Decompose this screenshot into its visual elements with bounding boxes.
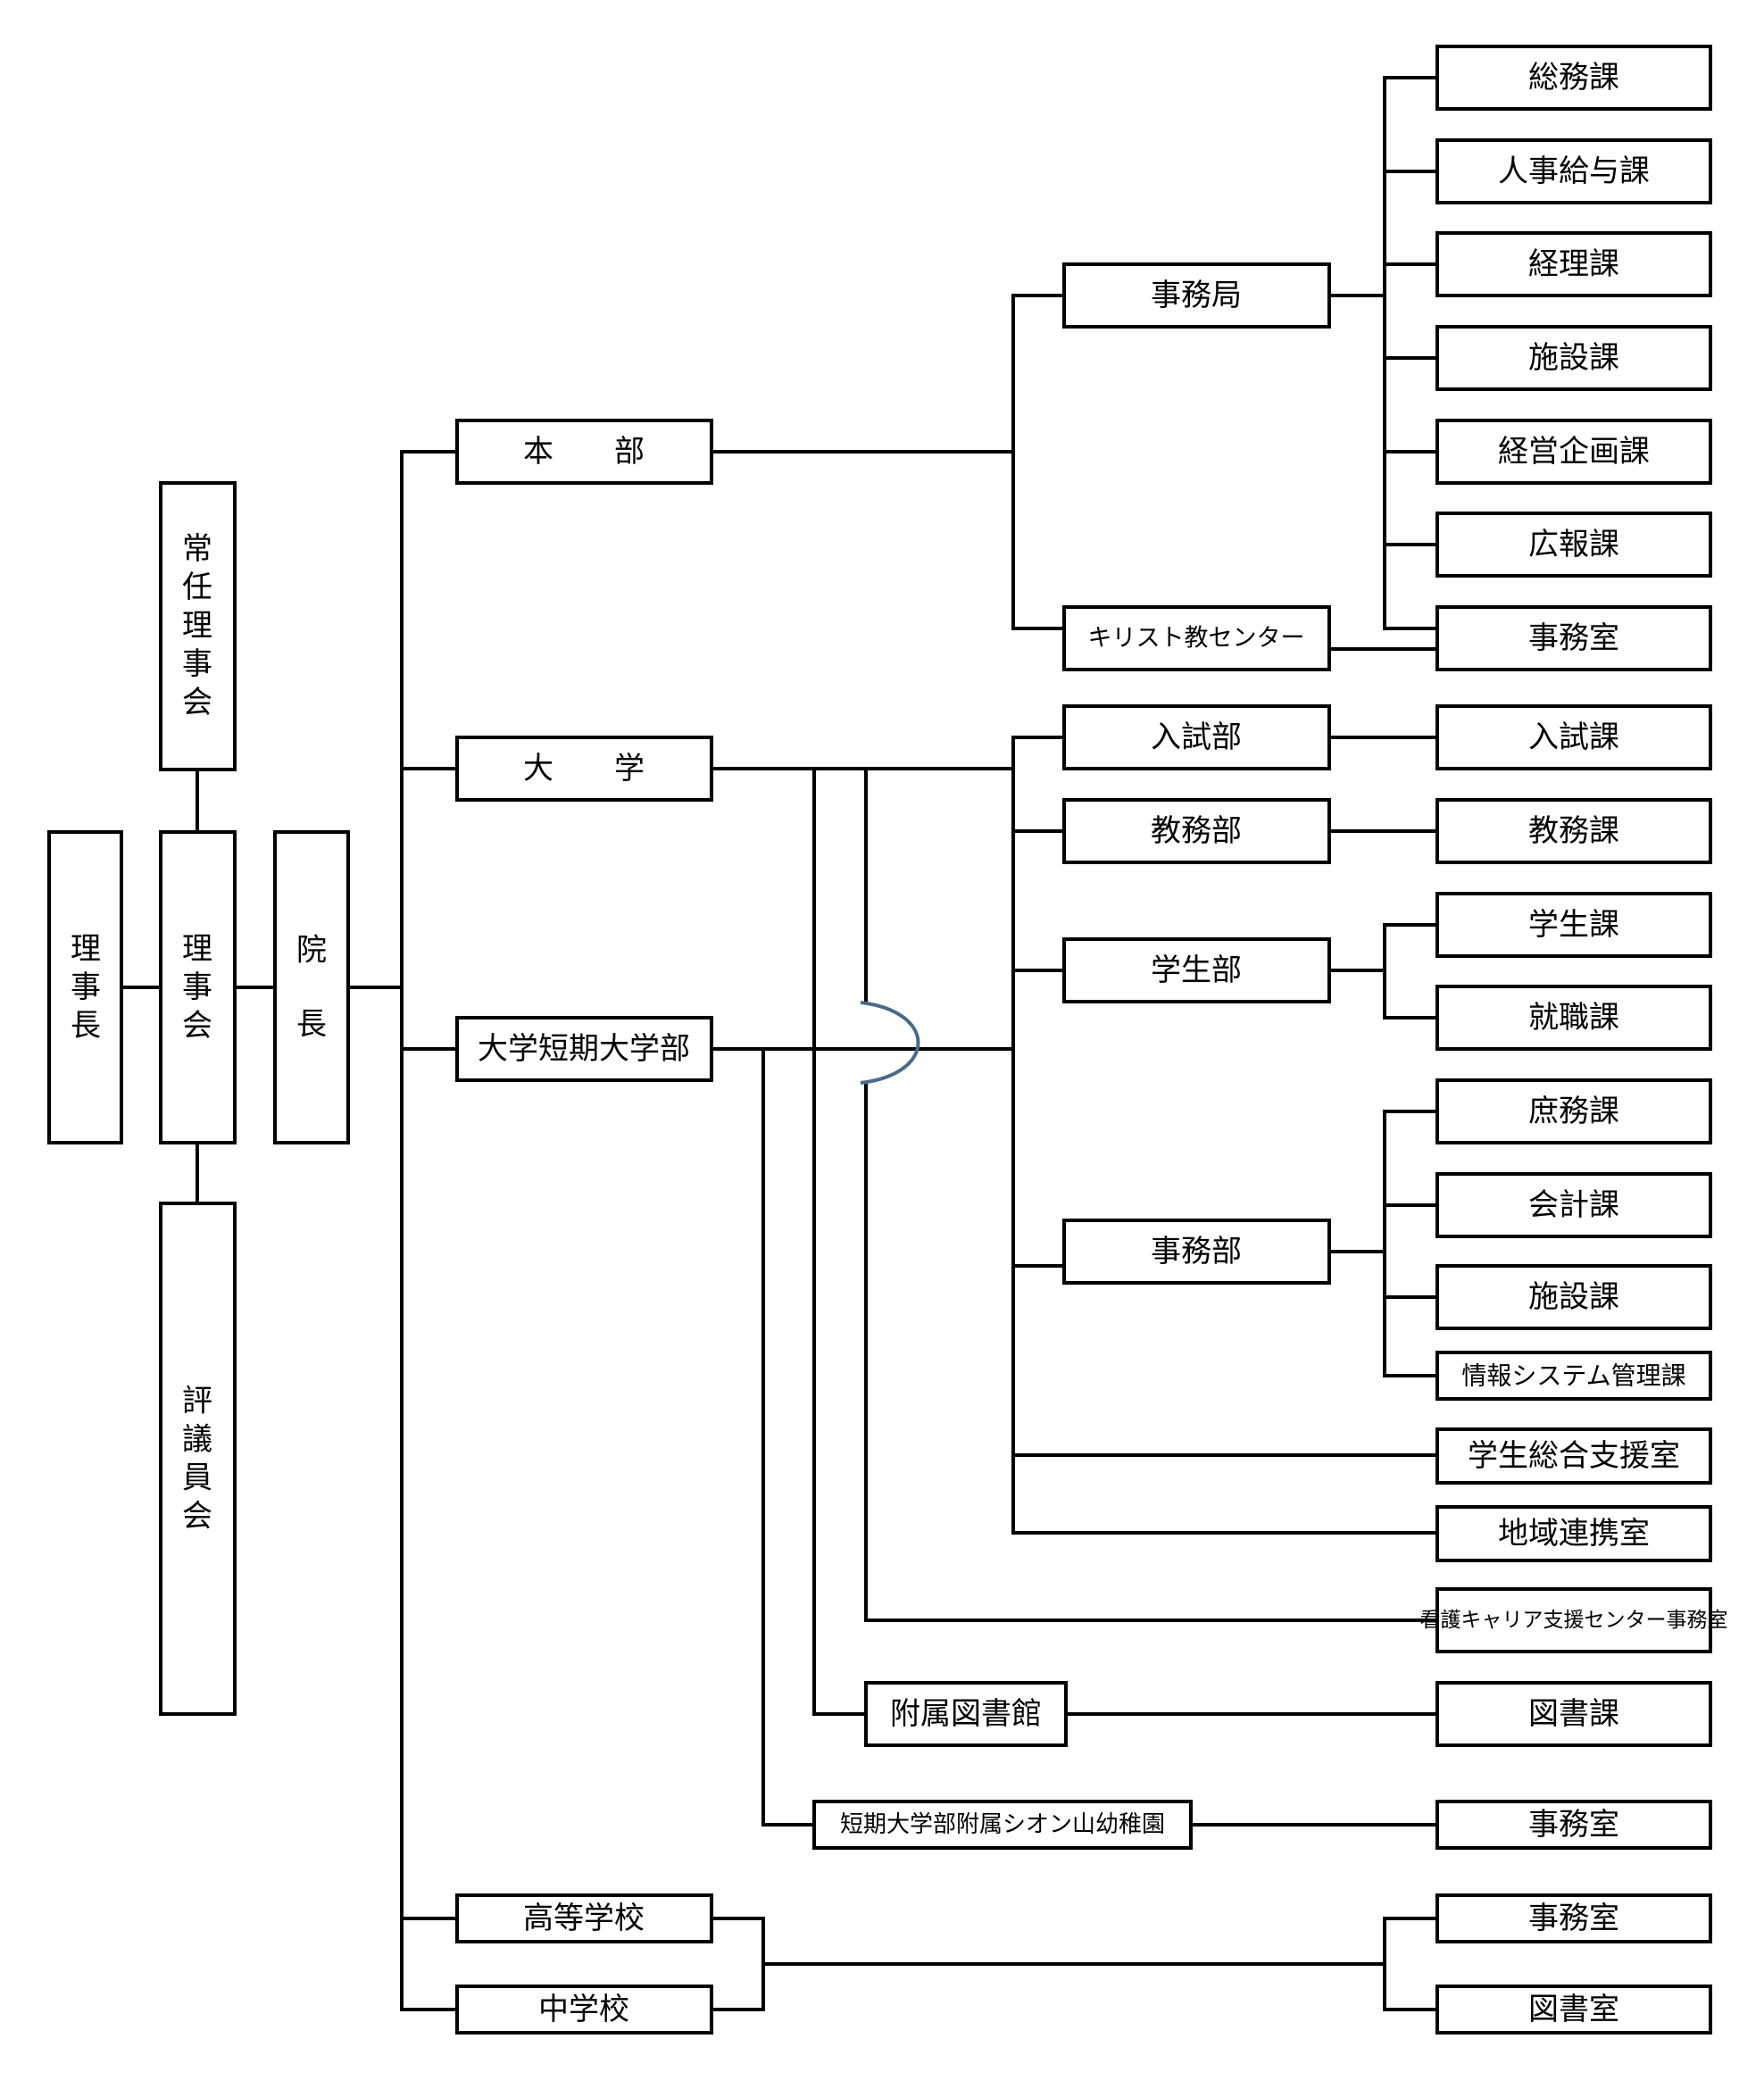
section-shushoku-label: 就職課 (1528, 1000, 1619, 1036)
chairman-label-2: 事 (71, 969, 101, 1005)
section-nyushika: 入試課 (1435, 704, 1712, 770)
section-toshoka: 図書課 (1435, 1681, 1712, 1747)
section-toshoka-label: 図書課 (1528, 1696, 1619, 1732)
section-koho-label: 広報課 (1528, 527, 1619, 562)
section-jimushitsu-3-label: 事務室 (1528, 1901, 1619, 1936)
president-label: 院長 (296, 933, 327, 1043)
section-shisetsu-2: 施設課 (1435, 1264, 1712, 1330)
section-shushoku: 就職課 (1435, 985, 1712, 1051)
division-koko: 高等学校 (455, 1893, 713, 1943)
dept-kyomubu: 教務部 (1062, 798, 1331, 864)
section-kaikei: 会計課 (1435, 1172, 1712, 1238)
dept-kindergarten: 短期大学部附属シオン山幼稚園 (812, 1800, 1193, 1850)
section-keiri-label: 経理課 (1528, 246, 1619, 282)
dept-jimukyoku-label: 事務局 (1151, 278, 1242, 313)
division-daigaku-label: 大 学 (523, 751, 645, 786)
division-koko-label: 高等学校 (523, 1901, 645, 1936)
chairman-label-1: 理 (71, 931, 101, 967)
section-kyomuka-label: 教務課 (1528, 813, 1619, 849)
council-box: 評議員会 (159, 1202, 237, 1716)
division-honbu-label: 本 部 (523, 434, 645, 470)
dept-kindergarten-label: 短期大学部附属シオン山幼稚園 (840, 1811, 1165, 1838)
section-keiri: 経理課 (1435, 231, 1712, 297)
section-keiei-label: 経営企画課 (1498, 434, 1650, 470)
section-jinji-label: 人事給与課 (1498, 154, 1650, 189)
connector-lines (120, 76, 1439, 2011)
section-jimushitsu-2: 事務室 (1435, 1800, 1712, 1850)
dept-jimukyoku: 事務局 (1062, 262, 1331, 329)
division-tandai-label: 大学短期大学部 (478, 1031, 690, 1067)
section-jimushitsu-3: 事務室 (1435, 1893, 1712, 1943)
section-keiei: 経営企画課 (1435, 419, 1712, 485)
section-gakuseika-label: 学生課 (1528, 907, 1619, 943)
section-shomu-label: 庶務課 (1528, 1094, 1619, 1129)
standing-board-label: 常任理事会 (182, 531, 212, 720)
section-jimushitsu-2-label: 事務室 (1528, 1807, 1619, 1843)
division-daigaku: 大 学 (455, 736, 713, 802)
section-somu: 総務課 (1435, 45, 1712, 111)
dept-library: 附属図書館 (864, 1681, 1068, 1747)
section-koho: 広報課 (1435, 512, 1712, 578)
dept-gakuseibu-label: 学生部 (1151, 953, 1242, 988)
dept-library-label: 附属図書館 (890, 1696, 1042, 1732)
section-gakusei-sogo: 学生総合支援室 (1435, 1427, 1712, 1485)
standing-board-box: 常任理事会 (159, 481, 237, 771)
dept-christian-center: キリスト教センター (1062, 605, 1331, 671)
division-chugaku: 中学校 (455, 1985, 713, 2035)
section-jinji: 人事給与課 (1435, 138, 1712, 204)
section-joho: 情報システム管理課 (1435, 1351, 1712, 1401)
dept-kyomubu-label: 教務部 (1151, 813, 1242, 849)
section-kango: 看護キャリア支援センター事務室 (1420, 1587, 1728, 1653)
dept-gakuseibu: 学生部 (1062, 937, 1331, 1003)
section-somu-label: 総務課 (1528, 60, 1619, 96)
section-shomu: 庶務課 (1435, 1078, 1712, 1144)
dept-christian-center-label: キリスト教センター (1088, 625, 1305, 653)
president-box: 院長 (273, 830, 350, 1144)
line-crossing-hop (860, 1001, 920, 1085)
section-chiiki-label: 地域連携室 (1498, 1516, 1650, 1552)
section-shisetsu-1: 施設課 (1435, 325, 1712, 391)
section-joho-label: 情報システム管理課 (1461, 1361, 1685, 1391)
dept-jimubu: 事務部 (1062, 1219, 1331, 1285)
division-honbu: 本 部 (455, 419, 713, 485)
section-shisetsu-1-label: 施設課 (1528, 340, 1619, 376)
dept-jimubu-label: 事務部 (1151, 1234, 1242, 1269)
chairman-label-3: 長 (71, 1008, 101, 1044)
division-chugaku-label: 中学校 (538, 1992, 629, 2027)
section-gakuseika: 学生課 (1435, 892, 1712, 958)
dept-nyushibu-label: 入試部 (1151, 720, 1242, 755)
section-gakusei-sogo-label: 学生総合支援室 (1468, 1438, 1680, 1474)
section-toshoshitsu-label: 図書室 (1528, 1992, 1619, 2027)
dept-nyushibu: 入試部 (1062, 704, 1331, 770)
council-label: 評議員会 (182, 1384, 212, 1535)
section-jimushitsu-1: 事務室 (1435, 605, 1712, 671)
board-box: 理事会 (159, 830, 237, 1144)
section-kango-label: 看護キャリア支援センター事務室 (1420, 1609, 1728, 1632)
chairman-box: 理 事 長 (47, 830, 123, 1144)
division-tandai: 大学短期大学部 (455, 1016, 713, 1082)
section-jimushitsu-1-label: 事務室 (1528, 620, 1619, 656)
board-label: 理事会 (182, 931, 212, 1044)
section-chiiki: 地域連携室 (1435, 1505, 1712, 1562)
section-nyushika-label: 入試課 (1528, 720, 1619, 755)
section-shisetsu-2-label: 施設課 (1528, 1279, 1619, 1315)
section-toshoshitsu: 図書室 (1435, 1985, 1712, 2035)
section-kaikei-label: 会計課 (1528, 1187, 1619, 1223)
section-kyomuka: 教務課 (1435, 798, 1712, 864)
